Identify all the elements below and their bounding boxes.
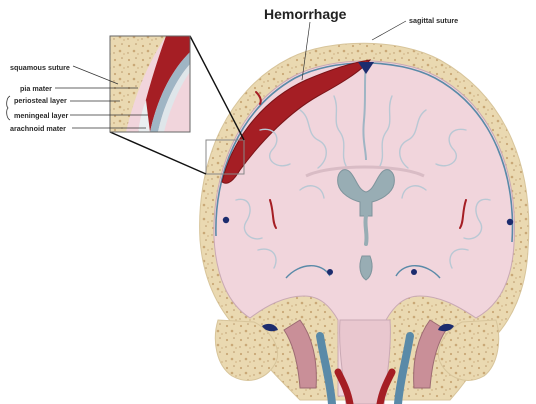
squamous-suture-label: squamous suture xyxy=(10,63,70,72)
third-ventricle xyxy=(365,216,366,244)
meningeal-layer-label: meningeal layer xyxy=(14,111,69,120)
periosteal-layer-label: periosteal layer xyxy=(14,96,67,105)
inset-magnified-view xyxy=(110,36,190,132)
sagittal-suture-label: sagittal suture xyxy=(409,16,458,25)
dura-bracket xyxy=(7,96,10,120)
pia-mater-label: pia mater xyxy=(20,84,52,93)
zoom-line-top xyxy=(190,36,244,140)
title-label: Hemorrhage xyxy=(264,6,347,22)
zoom-line-bottom xyxy=(110,132,206,174)
arachnoid-mater-label: arachnoid mater xyxy=(10,124,66,133)
